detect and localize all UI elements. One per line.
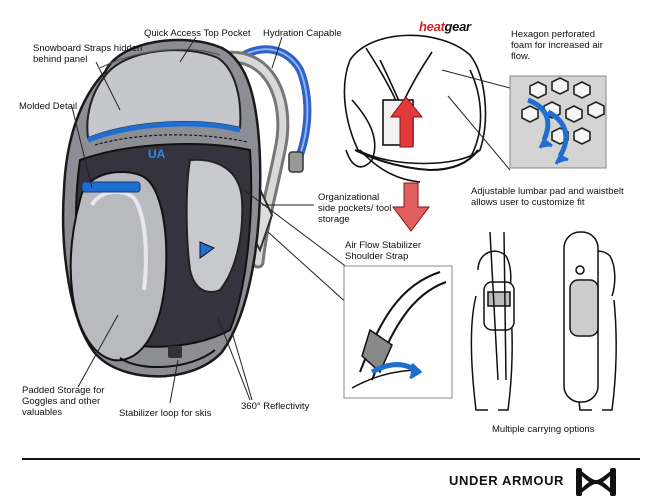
heatgear-brand-logo: heatgear xyxy=(419,19,471,34)
carrying-options-figures xyxy=(470,231,617,411)
under-armour-wordmark: UNDER ARMOUR xyxy=(449,473,565,488)
callout-stabilizer-loop: Stabilizer loop for skis xyxy=(119,408,212,419)
callout-air-flow-strap: Air Flow Stabilizer Shoulder Strap xyxy=(345,240,422,262)
footer-divider xyxy=(22,458,640,460)
heatgear-gear-text: gear xyxy=(444,19,472,34)
callout-quick-access-top-pocket: Quick Access Top Pocket xyxy=(144,28,251,39)
air-flow-strap-detail xyxy=(343,265,453,399)
heatgear-back-sketch xyxy=(343,34,487,183)
callout-snowboard-straps: Snowboard Straps hidden behind panel xyxy=(33,43,143,65)
callout-reflectivity: 360° Reflectivity xyxy=(241,401,310,412)
callout-padded-storage: Padded Storage for Goggles and other val… xyxy=(22,385,105,418)
heatgear-heat-text: heat xyxy=(419,19,445,34)
callout-molded-detail: Molded Detail xyxy=(19,101,78,112)
under-armour-logo xyxy=(576,468,616,496)
callout-hexagon-foam: Hexagon perforated foam for increased ai… xyxy=(511,29,603,62)
svg-text:UA: UA xyxy=(148,147,166,161)
main-backpack-illustration: UA xyxy=(61,38,312,378)
callout-leaders xyxy=(71,36,351,404)
callout-hydration-capable: Hydration Capable xyxy=(263,28,342,39)
callout-organizational-pockets: Organizational side pockets/ tool storag… xyxy=(318,192,392,225)
hexagon-foam-detail xyxy=(441,69,607,171)
callout-lumbar-pad: Adjustable lumbar pad and waistbelt allo… xyxy=(471,186,624,208)
callout-multiple-carrying-options: Multiple carrying options xyxy=(492,424,595,435)
